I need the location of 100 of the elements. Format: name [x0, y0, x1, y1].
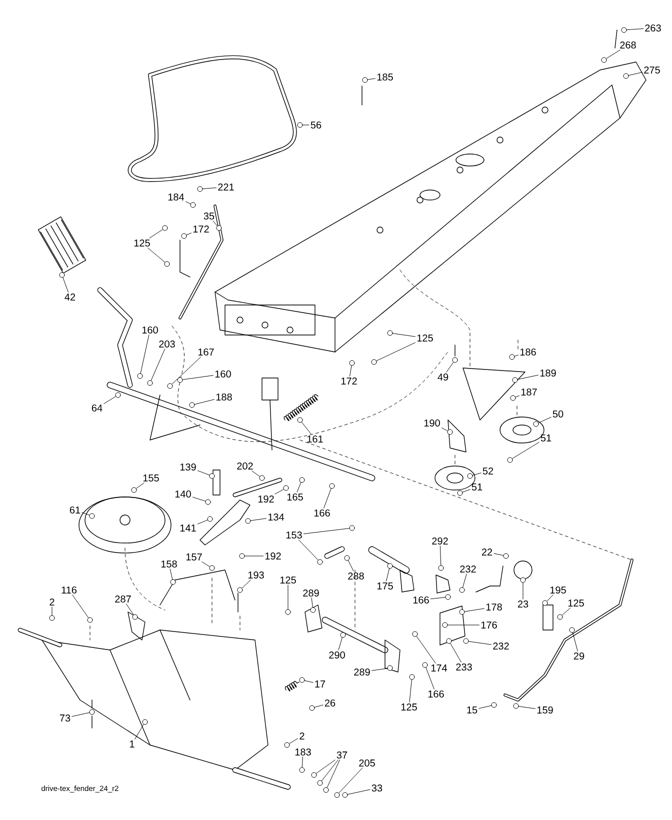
part-marker: [446, 638, 452, 644]
leader-line: [304, 528, 350, 534]
callout-number: 172: [193, 226, 209, 232]
part-marker: [299, 767, 305, 773]
part-marker: [491, 702, 497, 708]
callout-number: 232: [460, 565, 476, 573]
part-marker: [329, 483, 335, 489]
leader-line: [426, 667, 434, 690]
part-marker: [299, 677, 305, 683]
callout-number: 166: [314, 509, 330, 517]
callout-number: 1: [130, 740, 134, 748]
part-marker: [362, 77, 368, 83]
leader-line: [316, 760, 336, 774]
leader-line: [518, 706, 536, 709]
part-marker: [147, 380, 153, 386]
callout-number: 203: [159, 340, 175, 348]
callout-number: 188: [216, 393, 232, 401]
part-marker: [216, 225, 222, 231]
part-marker: [323, 787, 329, 793]
leader-line: [314, 704, 324, 708]
part-marker: [245, 518, 251, 524]
leader-line: [350, 365, 352, 376]
leader-line: [517, 374, 538, 380]
part-marker: [297, 122, 303, 128]
callout-number: 159: [537, 706, 553, 714]
leader-line: [311, 598, 313, 608]
part-marker: [309, 705, 315, 711]
part-marker: [387, 330, 393, 336]
leader-line: [134, 724, 144, 740]
part-marker: [422, 662, 428, 668]
leader-line: [512, 442, 540, 459]
leader-line: [82, 512, 90, 516]
callout-number: 51: [540, 434, 552, 442]
leader-line: [202, 562, 210, 567]
callout-number: 22: [482, 548, 492, 556]
callout-number: 2: [50, 598, 54, 606]
part-marker: [164, 261, 170, 267]
callout-number: 125: [417, 334, 433, 342]
callout-number: 195: [550, 586, 566, 594]
part-marker: [557, 614, 563, 620]
leader-line: [448, 624, 480, 626]
leader-line: [298, 540, 318, 560]
part-marker: [445, 594, 451, 600]
part-marker: [190, 202, 196, 208]
leader-line: [468, 641, 492, 645]
leader-line: [606, 50, 620, 59]
callout-number: 289: [303, 589, 319, 597]
part-marker: [132, 614, 138, 620]
leader-line: [376, 342, 416, 362]
leader-line: [367, 78, 376, 80]
leader-line: [546, 594, 554, 602]
part-marker: [137, 373, 143, 379]
leader-line: [494, 553, 504, 556]
leader-line: [126, 604, 134, 615]
leader-line: [572, 632, 578, 652]
callout-number: 35: [204, 212, 214, 220]
part-marker: [467, 473, 473, 479]
callout-number: 166: [413, 596, 429, 604]
part-marker: [442, 622, 448, 628]
callout-number: 288: [348, 572, 364, 580]
leader-line: [302, 124, 310, 126]
leader-line: [416, 636, 436, 664]
part-marker: [59, 272, 65, 278]
part-marker: [463, 638, 469, 644]
leader-line: [372, 668, 388, 671]
part-marker: [342, 792, 348, 798]
callout-number: 33: [372, 784, 382, 792]
leader-line: [136, 482, 144, 489]
callout-number: 192: [258, 495, 274, 503]
leader-line: [72, 594, 89, 618]
part-marker: [142, 719, 148, 725]
callout-number: 178: [486, 603, 502, 611]
leader-line: [150, 348, 166, 381]
part-marker: [207, 516, 213, 522]
part-marker: [209, 565, 215, 571]
leader-line: [202, 188, 216, 190]
leader-line: [194, 399, 214, 405]
part-marker: [87, 617, 93, 623]
leader-line: [301, 422, 312, 434]
callout-number: 166: [428, 690, 444, 698]
leader-line: [250, 518, 266, 521]
leader-line: [514, 354, 518, 356]
callout-number: 49: [438, 373, 448, 381]
part-marker: [340, 632, 346, 638]
callout-number: 233: [456, 663, 472, 671]
callout-number: 52: [482, 467, 494, 475]
leader-line: [464, 608, 484, 612]
leader-line: [304, 680, 314, 683]
part-marker: [513, 703, 519, 709]
callout-number: 125: [280, 576, 296, 584]
part-marker: [387, 665, 393, 671]
leader-line: [472, 472, 482, 476]
part-marker: [601, 57, 607, 63]
leader-line: [198, 470, 210, 476]
callout-number: 125: [568, 599, 584, 607]
leader-line: [148, 248, 166, 262]
part-marker: [459, 609, 465, 615]
part-marker: [317, 780, 323, 786]
part-marker: [239, 553, 245, 559]
part-marker: [503, 553, 509, 559]
